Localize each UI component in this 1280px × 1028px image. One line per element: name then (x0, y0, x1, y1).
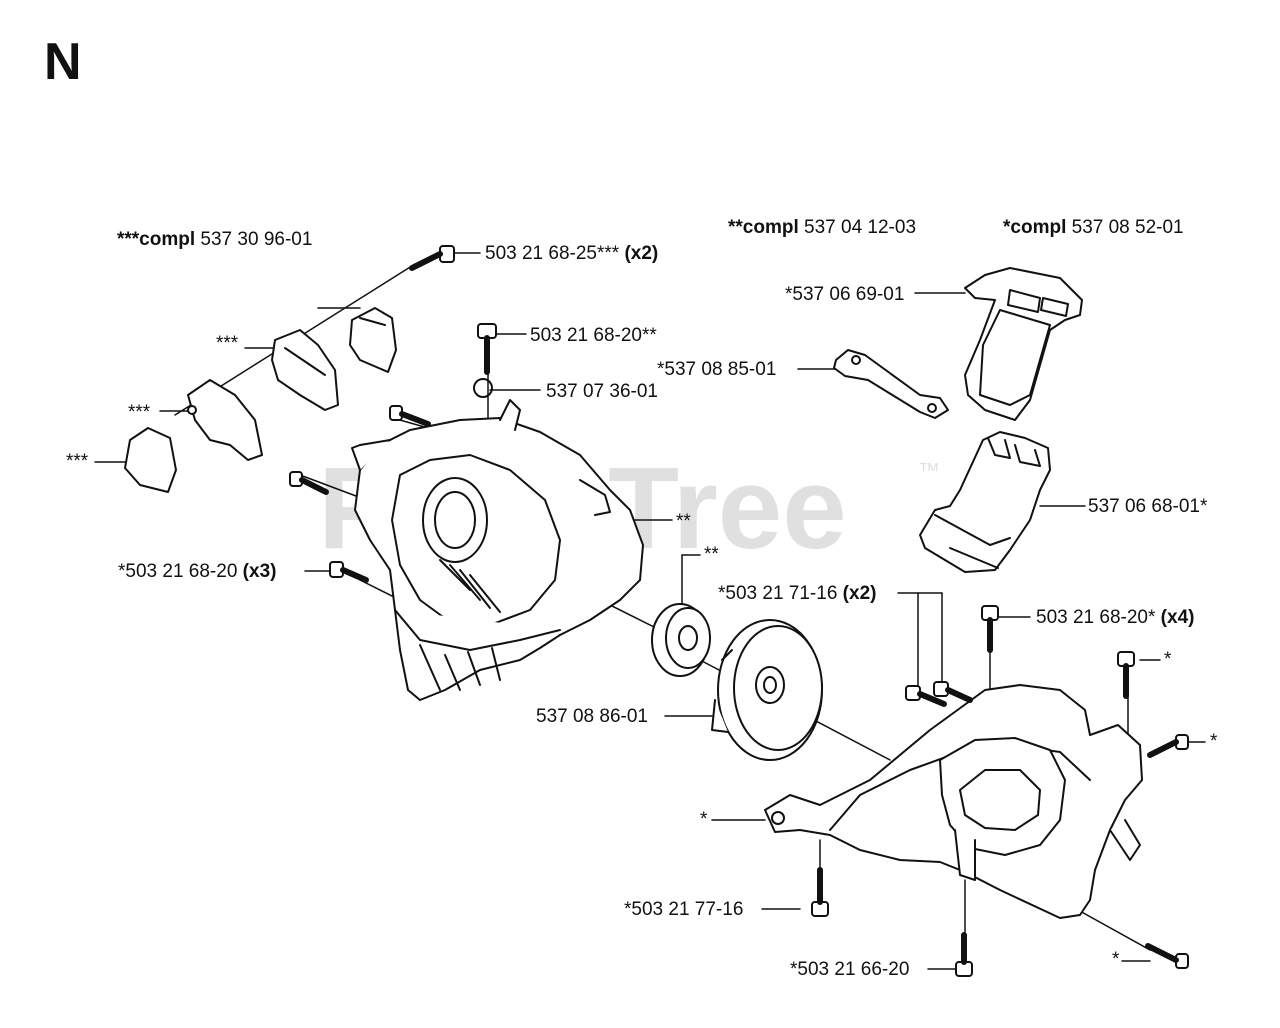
watermark-tm: ™ (918, 458, 940, 483)
assembly-label-3: *compl 537 08 52-01 (1003, 217, 1184, 238)
oil-seal-ring (651, 603, 711, 677)
part-label-7: *503 21 68-20 (x3) (118, 561, 277, 582)
flange-cover (711, 619, 823, 761)
part-label-4: *** (216, 333, 239, 354)
part-label-11: *537 08 85-01 (657, 359, 777, 380)
section-letter: N (44, 33, 82, 91)
part-label-1: 503 21 68-25*** (x2) (485, 243, 659, 264)
screw-left-3 (329, 561, 369, 583)
screw-left-1 (389, 405, 431, 427)
part-label-2: 503 21 68-20** (530, 325, 657, 346)
gasket-plate (833, 349, 949, 419)
screw-right-2 (933, 681, 973, 703)
screw-bottom-3 (1145, 943, 1189, 969)
part-label-5: *** (128, 402, 151, 423)
part-label-17: 537 08 86-01 (536, 706, 648, 727)
part-label-15: * (1164, 649, 1172, 670)
bracket-lower (187, 379, 263, 461)
part-label-18: * (700, 809, 708, 830)
part-label-14: 503 21 68-20* (x4) (1036, 607, 1195, 628)
part-label-12: 537 06 68-01* (1088, 496, 1208, 517)
screw-top-left (409, 245, 455, 271)
screw-vertical-top (477, 323, 497, 375)
part-label-19: *503 21 77-16 (624, 899, 744, 920)
cover-plate-top (349, 307, 397, 373)
screw-right-vertical (981, 605, 999, 653)
bracket-middle (271, 329, 339, 411)
part-label-3: 537 07 36-01 (546, 381, 658, 402)
cover-piece-left (124, 427, 177, 493)
screw-far-right-vertical (1117, 651, 1135, 699)
part-label-13: *503 21 71-16 (x2) (718, 583, 877, 604)
housing-cover-lower (919, 431, 1051, 573)
part-label-6: *** (66, 451, 89, 472)
part-label-10: *537 06 69-01 (785, 284, 905, 305)
part-label-20: * (1112, 949, 1120, 970)
screw-bottom-1 (811, 867, 829, 917)
crankcase-left (351, 399, 644, 701)
part-label-16: * (1210, 731, 1218, 752)
part-label-9: ** (704, 544, 719, 565)
screw-left-2 (289, 471, 329, 495)
screw-bottom-2 (955, 932, 973, 977)
circlip (473, 378, 493, 398)
part-label-21: *503 21 66-20 (790, 959, 910, 980)
assembly-label-2: **compl 537 04 12-03 (728, 217, 917, 238)
crankcase-right (764, 684, 1143, 919)
cover-bracket-top (964, 267, 1083, 421)
assembly-label-1: ***compl 537 30 96-01 (117, 229, 313, 250)
screw-right-1 (905, 685, 947, 707)
screw-far-right-horizontal (1147, 734, 1189, 758)
part-label-8: ** (676, 511, 691, 532)
